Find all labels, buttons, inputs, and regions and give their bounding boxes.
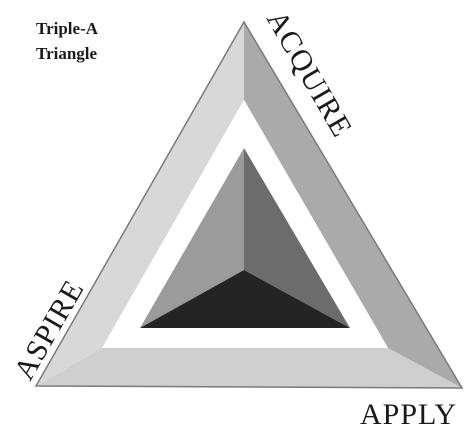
apply-label: APPLY <box>360 398 457 430</box>
outer-frame-bottom-face <box>36 348 462 388</box>
